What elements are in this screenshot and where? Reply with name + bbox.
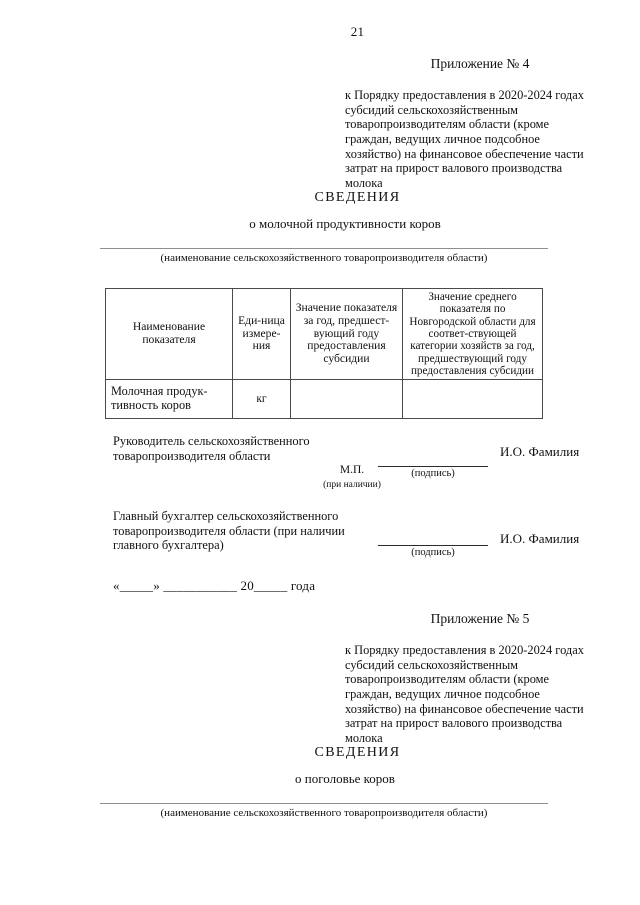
appendix-5-subheading: о поголовье коров xyxy=(295,771,395,786)
org-name-caption-top: (наименование сельскохозяйственного това… xyxy=(160,252,488,264)
cell-value-previous-year[interactable] xyxy=(290,379,403,420)
appendix-4-title: Приложение № 4 xyxy=(430,56,530,71)
appendix-4-reference: к Порядку предоставления в 2020-2024 год… xyxy=(345,88,584,190)
appendix-5-heading: СВЕДЕНИЯ xyxy=(314,745,401,760)
org-name-rule-top xyxy=(100,248,548,249)
accountant-signature-line[interactable] xyxy=(378,545,488,546)
appendix-4-heading: СВЕДЕНИЯ xyxy=(314,190,401,205)
table-header-indicator-name: Наименование показателя xyxy=(105,287,233,381)
org-name-caption-bottom: (наименование сельскохозяйственного това… xyxy=(160,807,488,819)
director-signature-caption: (подпись) xyxy=(411,468,455,479)
stamp-note: (при наличии) xyxy=(323,480,381,490)
appendix-4-subheading: о молочной продуктивности коров xyxy=(249,216,441,231)
table-header-value-previous-year: Значение показателя за год, предшест-вую… xyxy=(290,287,403,381)
cell-indicator-name: Молочная продук-тивность коров xyxy=(105,379,233,420)
table-row: Молочная продук-тивность коров кг xyxy=(105,379,543,420)
cell-unit: кг xyxy=(232,379,291,420)
org-name-rule-bottom xyxy=(100,803,548,804)
director-signature-line[interactable] xyxy=(378,466,488,467)
table-header-row: Наименование показателя Еди-ница измере-… xyxy=(105,287,543,381)
table-header-region-average: Значение среднего показателя по Новгород… xyxy=(402,287,543,381)
appendix-5-title: Приложение № 5 xyxy=(430,611,530,626)
accountant-name-placeholder: И.О. Фамилия xyxy=(500,531,580,546)
stamp-label: М.П. xyxy=(339,464,365,476)
table-header-unit: Еди-ница измере-ния xyxy=(232,287,291,381)
page-number: 21 xyxy=(350,24,365,39)
accountant-role-label: Главный бухгалтер сельскохозяйственного … xyxy=(113,509,345,553)
milk-productivity-table: Наименование показателя Еди-ница измере-… xyxy=(105,287,543,420)
appendix-5-reference: к Порядку предоставления в 2020-2024 год… xyxy=(345,643,584,745)
date-line[interactable]: «_____» ___________ 20_____ года xyxy=(113,578,316,593)
accountant-signature-caption: (подпись) xyxy=(411,547,455,558)
director-role-label: Руководитель сельскохозяйственного товар… xyxy=(113,434,310,463)
director-name-placeholder: И.О. Фамилия xyxy=(500,444,580,459)
cell-value-region-average[interactable] xyxy=(402,379,543,420)
